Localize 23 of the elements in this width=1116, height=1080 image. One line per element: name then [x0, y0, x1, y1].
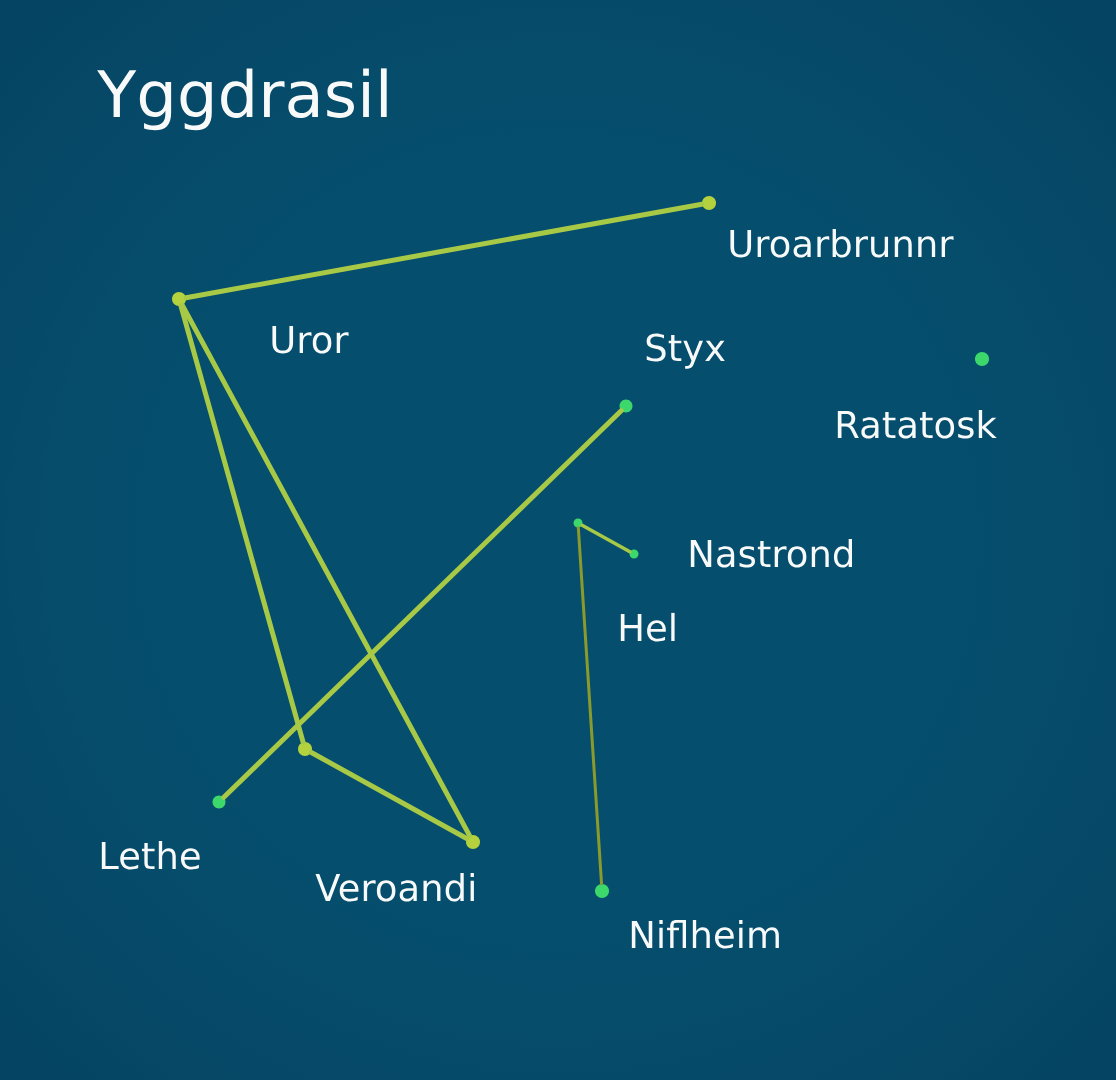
title: Yggdrasil: [97, 68, 387, 131]
connector-line: [308, 750, 470, 841]
dot: [595, 884, 609, 898]
point-label: Lethe: [101, 840, 200, 870]
dot: [466, 835, 480, 849]
point-label: Uror: [272, 326, 349, 354]
connector-line: [221, 408, 624, 800]
point-label: Veroandi: [315, 872, 474, 902]
connector-line: [576, 526, 604, 886]
point-label: Niflheim: [631, 919, 779, 949]
dot: [702, 196, 716, 210]
point-label: Hel: [620, 612, 675, 642]
connector-line: [183, 201, 705, 301]
point-label: Ratatosk: [837, 409, 997, 439]
dot: [172, 292, 186, 306]
dot: [975, 352, 989, 366]
point-label: Styx: [646, 333, 725, 369]
connector-line: [179, 302, 473, 839]
connector-line: [580, 523, 632, 554]
point-label: Nastrond: [690, 538, 852, 568]
connector-line: [178, 303, 306, 745]
point-label: Uroarbrunnr: [730, 228, 954, 258]
dot: [298, 742, 312, 756]
